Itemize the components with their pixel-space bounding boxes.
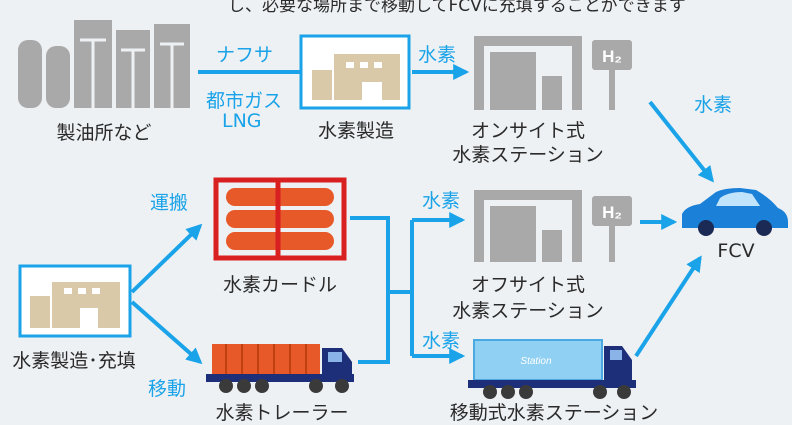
- arrow-mobile-to-fcv: [634, 255, 702, 358]
- mobile-station-icon: [468, 339, 636, 399]
- label-hydrogen-fcv: 水素: [694, 94, 733, 116]
- trailer-icon: [206, 344, 354, 393]
- top-caption: し、必要な場所まで移動してFCVに充填することができます: [228, 0, 686, 16]
- curdle-icon: [213, 177, 347, 261]
- label-production-filling: 水素製造･充填: [12, 350, 136, 372]
- label-hydrogen-top: 水素: [418, 44, 457, 66]
- label-naphtha: ナフサ: [216, 44, 274, 66]
- onsite-station-icon: [474, 36, 632, 110]
- label-fcv: FCV: [717, 240, 755, 262]
- refinery-icon: [18, 20, 190, 108]
- label-refinery: 製油所など: [56, 122, 152, 144]
- production-filling-icon: [18, 264, 132, 338]
- label-transport: 運搬: [150, 192, 189, 214]
- label-hydrogen-bottom: 水素: [422, 330, 461, 352]
- fcv-car-icon: [682, 188, 788, 236]
- h2-production-icon: [299, 34, 411, 110]
- label-mobile-station: 移動式水素ステーション: [449, 402, 659, 424]
- label-lng: LNG: [222, 110, 262, 132]
- label-offsite-1: オフサイト式: [470, 274, 586, 296]
- merge-connector: [350, 212, 466, 364]
- station-sign-top: H₂: [602, 47, 622, 66]
- label-move: 移動: [148, 378, 187, 400]
- label-curdle: 水素カードル: [222, 274, 338, 296]
- label-hydrogen-mid: 水素: [422, 190, 461, 212]
- arrow-to-trailer: [130, 300, 203, 365]
- label-onsite-1: オンサイト式: [470, 120, 586, 142]
- label-city-gas: 都市ガス: [206, 90, 283, 112]
- label-trailer: 水素トレーラー: [215, 402, 349, 424]
- truck-logo: Station: [520, 356, 552, 367]
- label-h2-production: 水素製造: [317, 120, 395, 142]
- station-sign-middle: H₂: [602, 203, 622, 222]
- offsite-station-icon: [474, 190, 632, 262]
- arrow-onsite-to-fcv: [648, 100, 714, 183]
- label-offsite-2: 水素ステーション: [452, 300, 604, 322]
- arrow-to-curdle: [130, 223, 203, 294]
- label-onsite-2: 水素ステーション: [452, 144, 604, 166]
